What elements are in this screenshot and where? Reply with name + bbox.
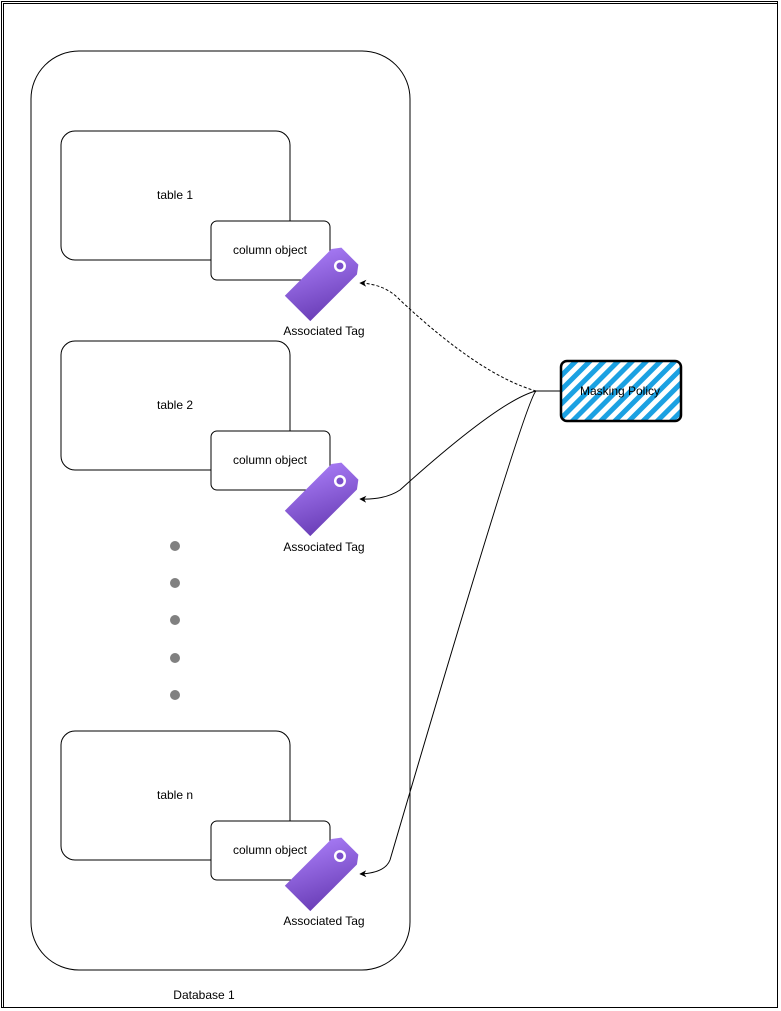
associated-tag-label: Associated Tag: [283, 540, 365, 554]
tag-icon: [284, 837, 359, 912]
column-object-box[interactable]: [210, 430, 331, 491]
associated-tag-label: Associated Tag: [283, 914, 365, 928]
column-object-label: column object: [232, 453, 308, 467]
column-object-label: column object: [232, 843, 308, 857]
connector-policy-to-tag-n[interactable]: [359, 390, 561, 878]
table-label: table n: [156, 788, 194, 802]
table-label: table 1: [156, 188, 194, 202]
masking-policy-box[interactable]: [559, 359, 683, 423]
column-object-box[interactable]: [210, 220, 331, 281]
table-group-n: [60, 730, 359, 912]
table-label: table 2: [156, 398, 194, 412]
ellipsis-dot: [170, 653, 180, 663]
table-group-1: [60, 130, 359, 322]
ellipsis-dots: [170, 541, 180, 700]
column-object-label: column object: [232, 243, 308, 257]
associated-tag-label: Associated Tag: [283, 324, 365, 338]
ellipsis-dot: [170, 578, 180, 588]
table-group-2: [60, 340, 359, 537]
ellipsis-dot: [170, 541, 180, 551]
connector-policy-to-tag-2[interactable]: [359, 390, 561, 503]
ellipsis-dot: [170, 615, 180, 625]
connector-policy-to-tag-1[interactable]: [359, 279, 561, 392]
tag-icon: [284, 247, 359, 322]
canvas-border-inner: [3, 3, 778, 1008]
ellipsis-dot: [170, 690, 180, 700]
masking-policy-label: Masking Policy: [579, 384, 661, 398]
database-label: Database 1: [173, 988, 235, 1002]
tag-icon: [284, 462, 359, 537]
